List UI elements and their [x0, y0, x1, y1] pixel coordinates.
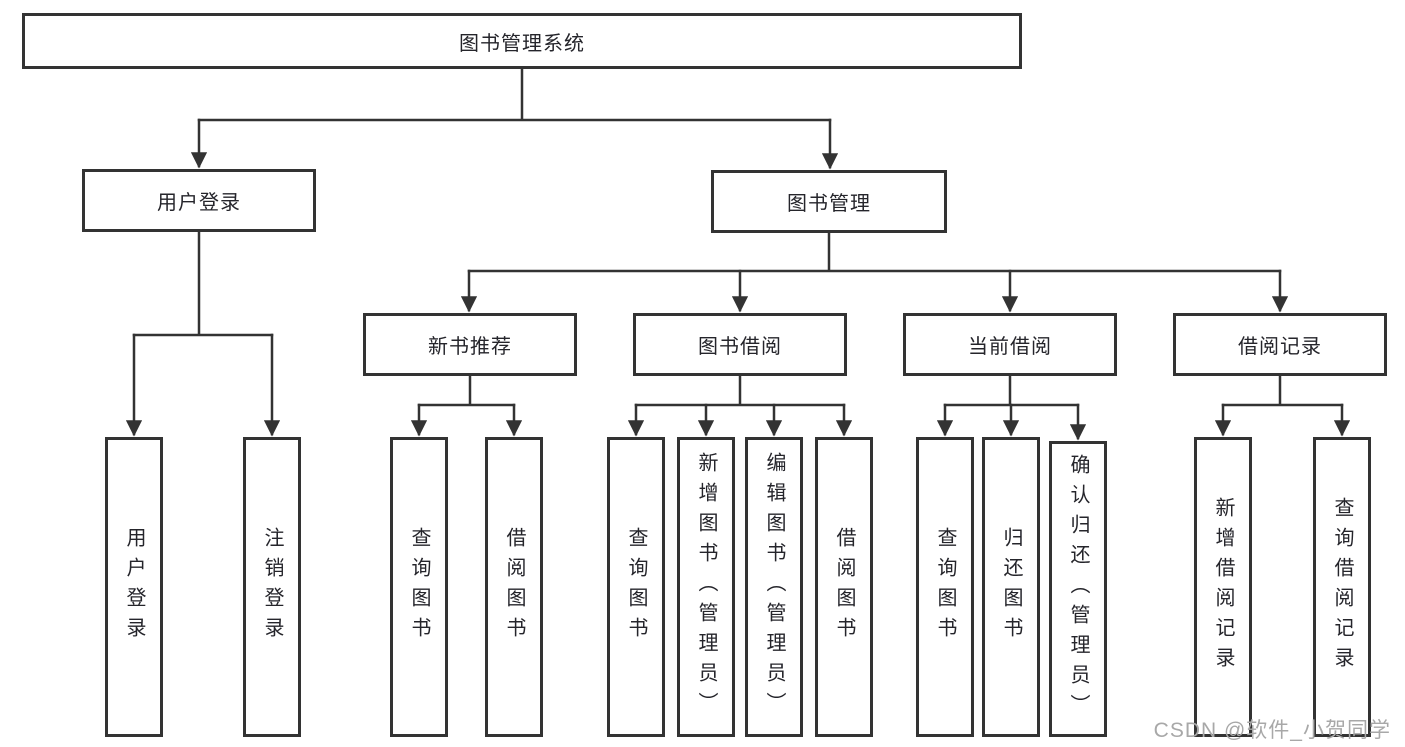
leaf-newbook-borrow-books: 借阅图书	[485, 437, 543, 737]
leaf-borrow-query-books: 查询图书	[607, 437, 665, 737]
leaf-user-login: 用户登录	[105, 437, 163, 737]
wire-root-bus	[197, 67, 832, 122]
leaf-borrow-edit-books-admin: 编辑图书（管理员）	[745, 437, 803, 737]
leaf-newbook-query-books: 查询图书	[390, 437, 448, 737]
wire-book-borrow-bus	[634, 374, 846, 407]
leaf-records-add-record: 新增借阅记录	[1194, 437, 1252, 737]
leaf-borrow-add-books-admin: 新增图书（管理员）	[677, 437, 735, 737]
leaf-borrow-borrow-books: 借阅图书	[815, 437, 873, 737]
node-book-borrow: 图书借阅	[633, 313, 847, 376]
leaf-records-query-record: 查询借阅记录	[1313, 437, 1371, 737]
node-root: 图书管理系统	[22, 13, 1022, 69]
wire-book-mgmt-bus	[467, 231, 1282, 273]
node-borrow-records: 借阅记录	[1173, 313, 1387, 376]
wire-current-borrow-bus	[943, 374, 1080, 407]
leaf-current-return-books: 归还图书	[982, 437, 1040, 737]
wire-new-book-bus	[417, 374, 516, 407]
node-current-borrow: 当前借阅	[903, 313, 1117, 376]
node-book-management: 图书管理	[711, 170, 947, 233]
node-new-book-recommend: 新书推荐	[363, 313, 577, 376]
leaf-logout: 注销登录	[243, 437, 301, 737]
leaf-current-confirm-return-admin: 确认归还（管理员）	[1049, 441, 1107, 737]
node-user-login: 用户登录	[82, 169, 316, 232]
wire-borrow-record-bus	[1221, 374, 1344, 407]
leaf-current-query-books: 查询图书	[916, 437, 974, 737]
wire-user-login-bus	[132, 230, 274, 337]
csdn-watermark: CSDN @软件_小贺同学	[1153, 719, 1391, 742]
